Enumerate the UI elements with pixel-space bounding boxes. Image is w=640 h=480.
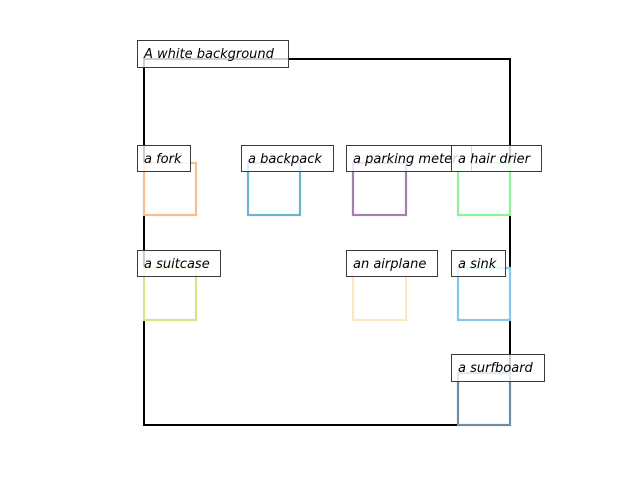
- svg-text:a suitcase: a suitcase: [144, 257, 210, 272]
- background-frame: [143, 58, 511, 426]
- backpack-label: a backpack: [241, 145, 334, 172]
- hair-drier-label: a hair drier: [451, 145, 542, 172]
- background-label: A white background: [137, 40, 289, 68]
- airplane-label: an airplane: [346, 250, 438, 277]
- fork-label: a fork: [137, 145, 191, 172]
- sink-label: a sink: [451, 250, 506, 277]
- svg-text:a sink: a sink: [458, 257, 497, 272]
- svg-text:a backpack: a backpack: [248, 152, 322, 167]
- suitcase-label: a suitcase: [137, 250, 221, 277]
- svg-text:a hair drier: a hair drier: [458, 152, 532, 167]
- svg-text:an airplane: an airplane: [353, 257, 426, 272]
- surfboard-label: a surfboard: [451, 354, 545, 382]
- svg-text:a fork: a fork: [144, 152, 182, 167]
- svg-text:a parking meter: a parking meter: [353, 152, 459, 167]
- svg-text:a surfboard: a surfboard: [458, 361, 534, 376]
- parking-meter-label: a parking meter: [346, 145, 472, 172]
- svg-text:A white background: A white background: [143, 47, 275, 62]
